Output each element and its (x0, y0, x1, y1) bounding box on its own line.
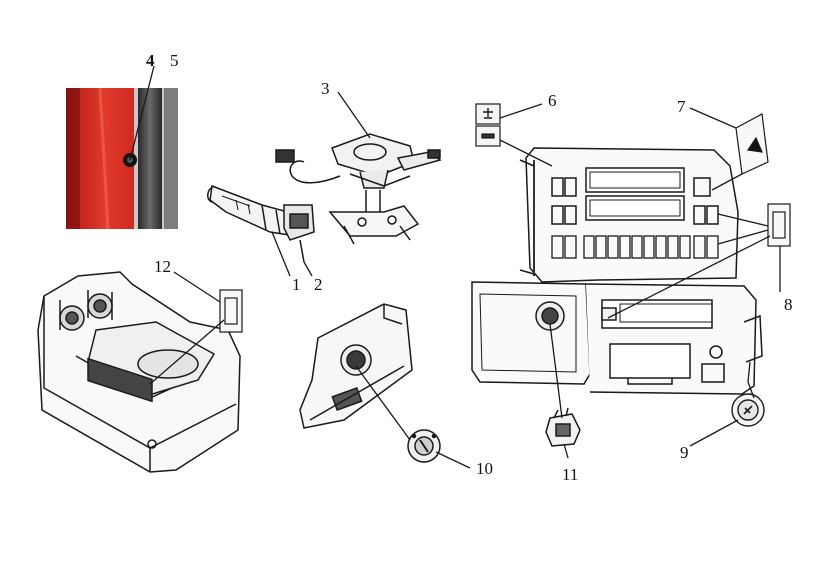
combination-lever-switch (207, 184, 315, 263)
callout-10: 10 (476, 459, 493, 478)
cigarette-lighter-9 (731, 393, 765, 427)
door-pillar-photo (66, 87, 178, 230)
lower-dash-panel (471, 281, 763, 395)
dome-lamp-switch (475, 103, 501, 147)
callout-8: 8 (784, 295, 793, 314)
callout-5: 5 (170, 51, 179, 70)
heater-knob (545, 407, 581, 447)
callout-6: 6 (548, 91, 557, 110)
rocker-switch-12 (219, 289, 243, 333)
callout-1: 1 (292, 275, 301, 294)
callout-12: 12 (154, 257, 171, 276)
rocker-switch-8 (767, 203, 791, 247)
callout-11: 11 (562, 465, 579, 484)
floor-console (37, 271, 241, 473)
steering-column-bracket (275, 133, 442, 245)
rotary-knob (407, 429, 441, 463)
callout-7: 7 (677, 97, 686, 116)
callout-9: 9 (680, 443, 689, 462)
hazard-warning-switch (735, 113, 769, 175)
callout-3: 3 (321, 79, 330, 98)
callout-2: 2 (314, 275, 323, 294)
leader-lines (129, 65, 781, 469)
callout-4: 4 (146, 51, 155, 70)
instrument-center-panel (519, 147, 739, 283)
